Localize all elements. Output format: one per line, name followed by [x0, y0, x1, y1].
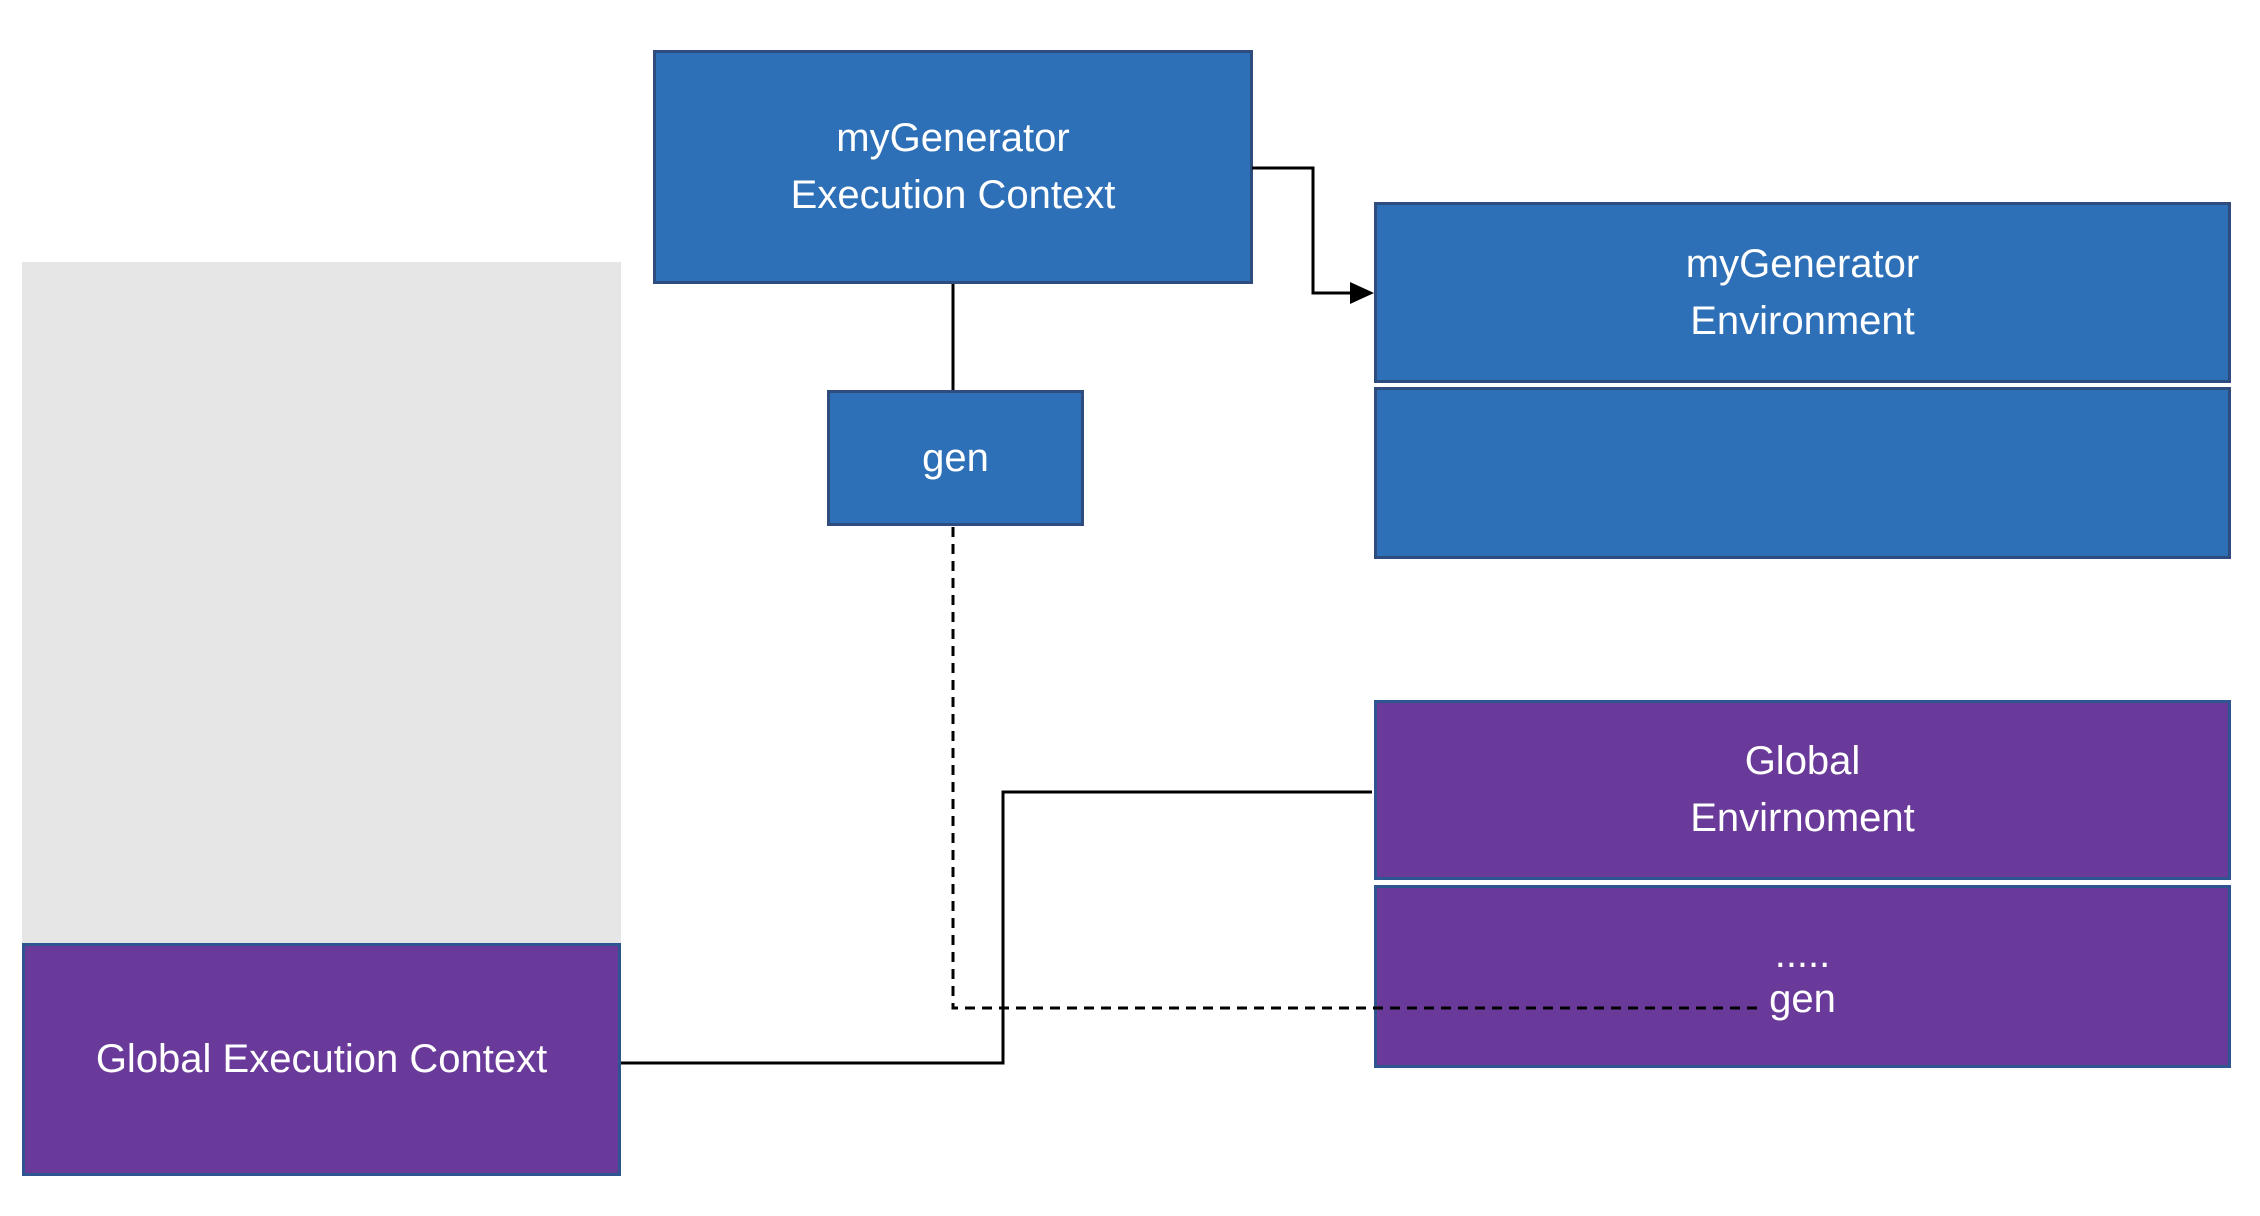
mygenerator-execution-context-label-line2: Execution Context [790, 173, 1116, 217]
mygenerator-execution-context-label-line1: myGenerator [836, 116, 1070, 161]
mygenerator-execution-context-box: myGenerator Execution Context [653, 50, 1253, 284]
connector-arrowhead-icon [1350, 282, 1374, 304]
connector-execution-to-environment [1252, 166, 1352, 295]
gen-variable-label: gen [922, 435, 989, 480]
global-environment-body: ..... gen [1374, 885, 2231, 1068]
global-environment-entry-dots: ..... [1774, 931, 1831, 976]
global-environment-title-line1: Global [1744, 739, 1861, 784]
global-environment-entry-gen: gen [1769, 976, 1836, 1021]
mygenerator-environment-header: myGenerator Environment [1374, 202, 2231, 383]
call-stack-area [22, 262, 621, 943]
global-execution-context-box: Global Execution Context [22, 943, 621, 1176]
global-execution-context-label: Global Execution Context [95, 1037, 548, 1082]
mygenerator-environment-box: myGenerator Environment [1374, 202, 2231, 559]
gen-variable-box: gen [827, 390, 1084, 526]
mygenerator-environment-title-line2: Environment [1690, 298, 1915, 343]
connector-gec-to-global-env [621, 790, 1372, 1065]
global-environment-title-line2: Envirnoment [1690, 796, 1915, 840]
mygenerator-environment-title-line1: myGenerator [1685, 241, 1920, 286]
global-environment-box: Global Envirnoment ..... gen [1374, 700, 2231, 1068]
mygenerator-environment-body [1374, 387, 2231, 559]
global-environment-header: Global Envirnoment [1374, 700, 2231, 880]
